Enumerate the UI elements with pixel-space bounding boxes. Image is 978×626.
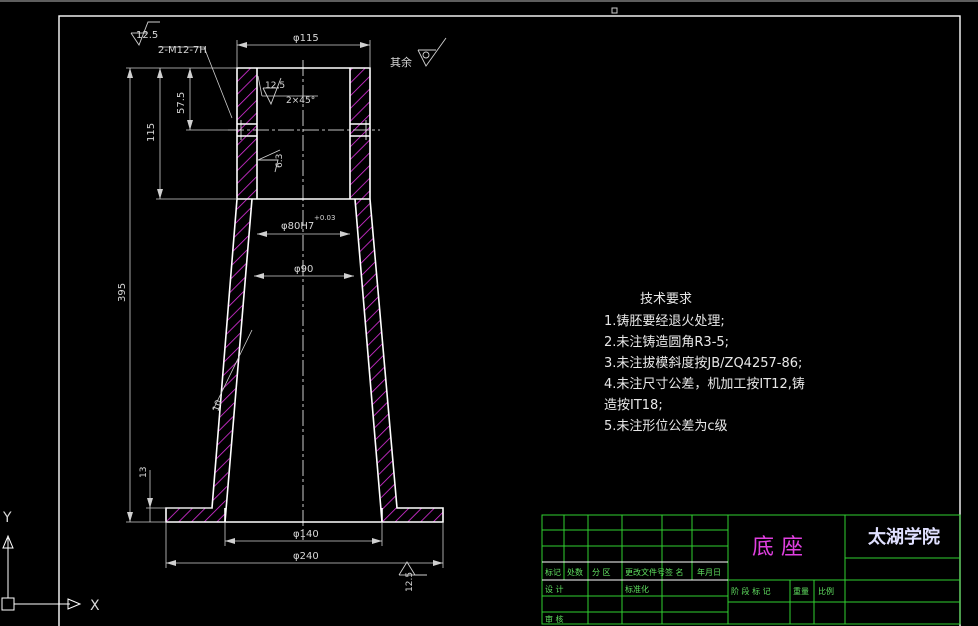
tech-req-line-3: 3.未注拔模斜度按JB/ZQ4257-86; <box>604 355 802 371</box>
roughness-top-label: 12.5 <box>136 30 158 41</box>
title-row2-weight: 重量 <box>793 586 809 596</box>
ucs-x-label: X <box>90 598 100 614</box>
tech-req-line-5: 造按IT18; <box>604 398 663 413</box>
school-name: 太湖学院 <box>868 526 940 548</box>
dim-57-5-label: 57.5 <box>176 92 187 114</box>
title-row1-date: 年月日 <box>697 567 721 577</box>
drawing-annotations: 12.5 2-M12-7H φ115 其余 12.5 2×45° 6.3 57.… <box>117 30 415 592</box>
inner-roughness-label: 6.3 <box>275 154 285 168</box>
tech-req-line-4: 4.未注尺寸公差，机加工按IT12,铸 <box>604 376 805 392</box>
dim-13-label: 13 <box>139 467 149 478</box>
other-surfaces-label: 其余 <box>390 55 412 69</box>
dia-115-label: φ115 <box>293 33 319 44</box>
dia-140-label: φ140 <box>293 529 319 540</box>
dia-90-label: φ90 <box>294 264 313 275</box>
title-block: 标记 处数 分 区 更改文件号 签 名 年月日 设 计 标准化 阶 段 标 记 … <box>541 514 961 625</box>
part-name: 底 座 <box>752 535 803 560</box>
side-roughness-label: 10 <box>211 399 224 413</box>
drawing-border <box>58 15 961 626</box>
chamfer-roughness-label: 12.5 <box>265 81 285 91</box>
dimension-arrows <box>127 42 443 566</box>
corner-marker <box>611 7 618 14</box>
dia-240-label: φ240 <box>293 551 319 562</box>
tech-req-line-6: 5.未注形位公差为c级 <box>604 419 728 434</box>
part-outline <box>165 67 444 523</box>
center-lines <box>228 60 380 540</box>
tech-req-line-2: 2.未注铸造圆角R3-5; <box>604 334 729 350</box>
roughness-symbols <box>130 21 447 576</box>
dia-80h7-label: φ80H7 <box>281 221 314 232</box>
title-row1-doc: 更改文件号 <box>625 567 665 577</box>
title-row1-sign: 签 名 <box>665 567 684 577</box>
tech-requirements-title: 技术要求 <box>640 292 692 307</box>
bore-tolerance-label: +0.03 <box>314 214 335 222</box>
title-row3-review: 审 核 <box>545 614 564 624</box>
dim-395-label: 395 <box>117 283 128 302</box>
chamfer-label: 2×45° <box>286 96 315 106</box>
title-row2-scale: 比例 <box>818 586 834 596</box>
dim-115-label: 115 <box>146 123 157 142</box>
tech-req-line-1: 1.铸胚要经退火处理; <box>604 313 725 329</box>
ucs-y-label: Y <box>2 510 12 526</box>
dimension-lines <box>126 40 444 568</box>
title-row1-count: 处数 <box>567 567 583 577</box>
tech-requirements: 技术要求 1.铸胚要经退火处理; 2.未注铸造圆角R3-5; 3.未注拔模斜度按… <box>604 292 805 434</box>
section-hatch <box>166 68 443 522</box>
ucs-icon <box>1 534 82 611</box>
thread-callout: 2-M12-7H <box>158 45 207 56</box>
bottom-roughness-label: 12.5 <box>405 572 415 592</box>
title-row2-design: 设 计 <box>545 584 564 594</box>
title-row2-std: 标准化 <box>625 584 649 594</box>
title-row2-stage: 阶 段 标 记 <box>731 586 771 596</box>
title-row1-mark: 标记 <box>545 567 561 577</box>
title-row1-zone: 分 区 <box>592 568 611 577</box>
